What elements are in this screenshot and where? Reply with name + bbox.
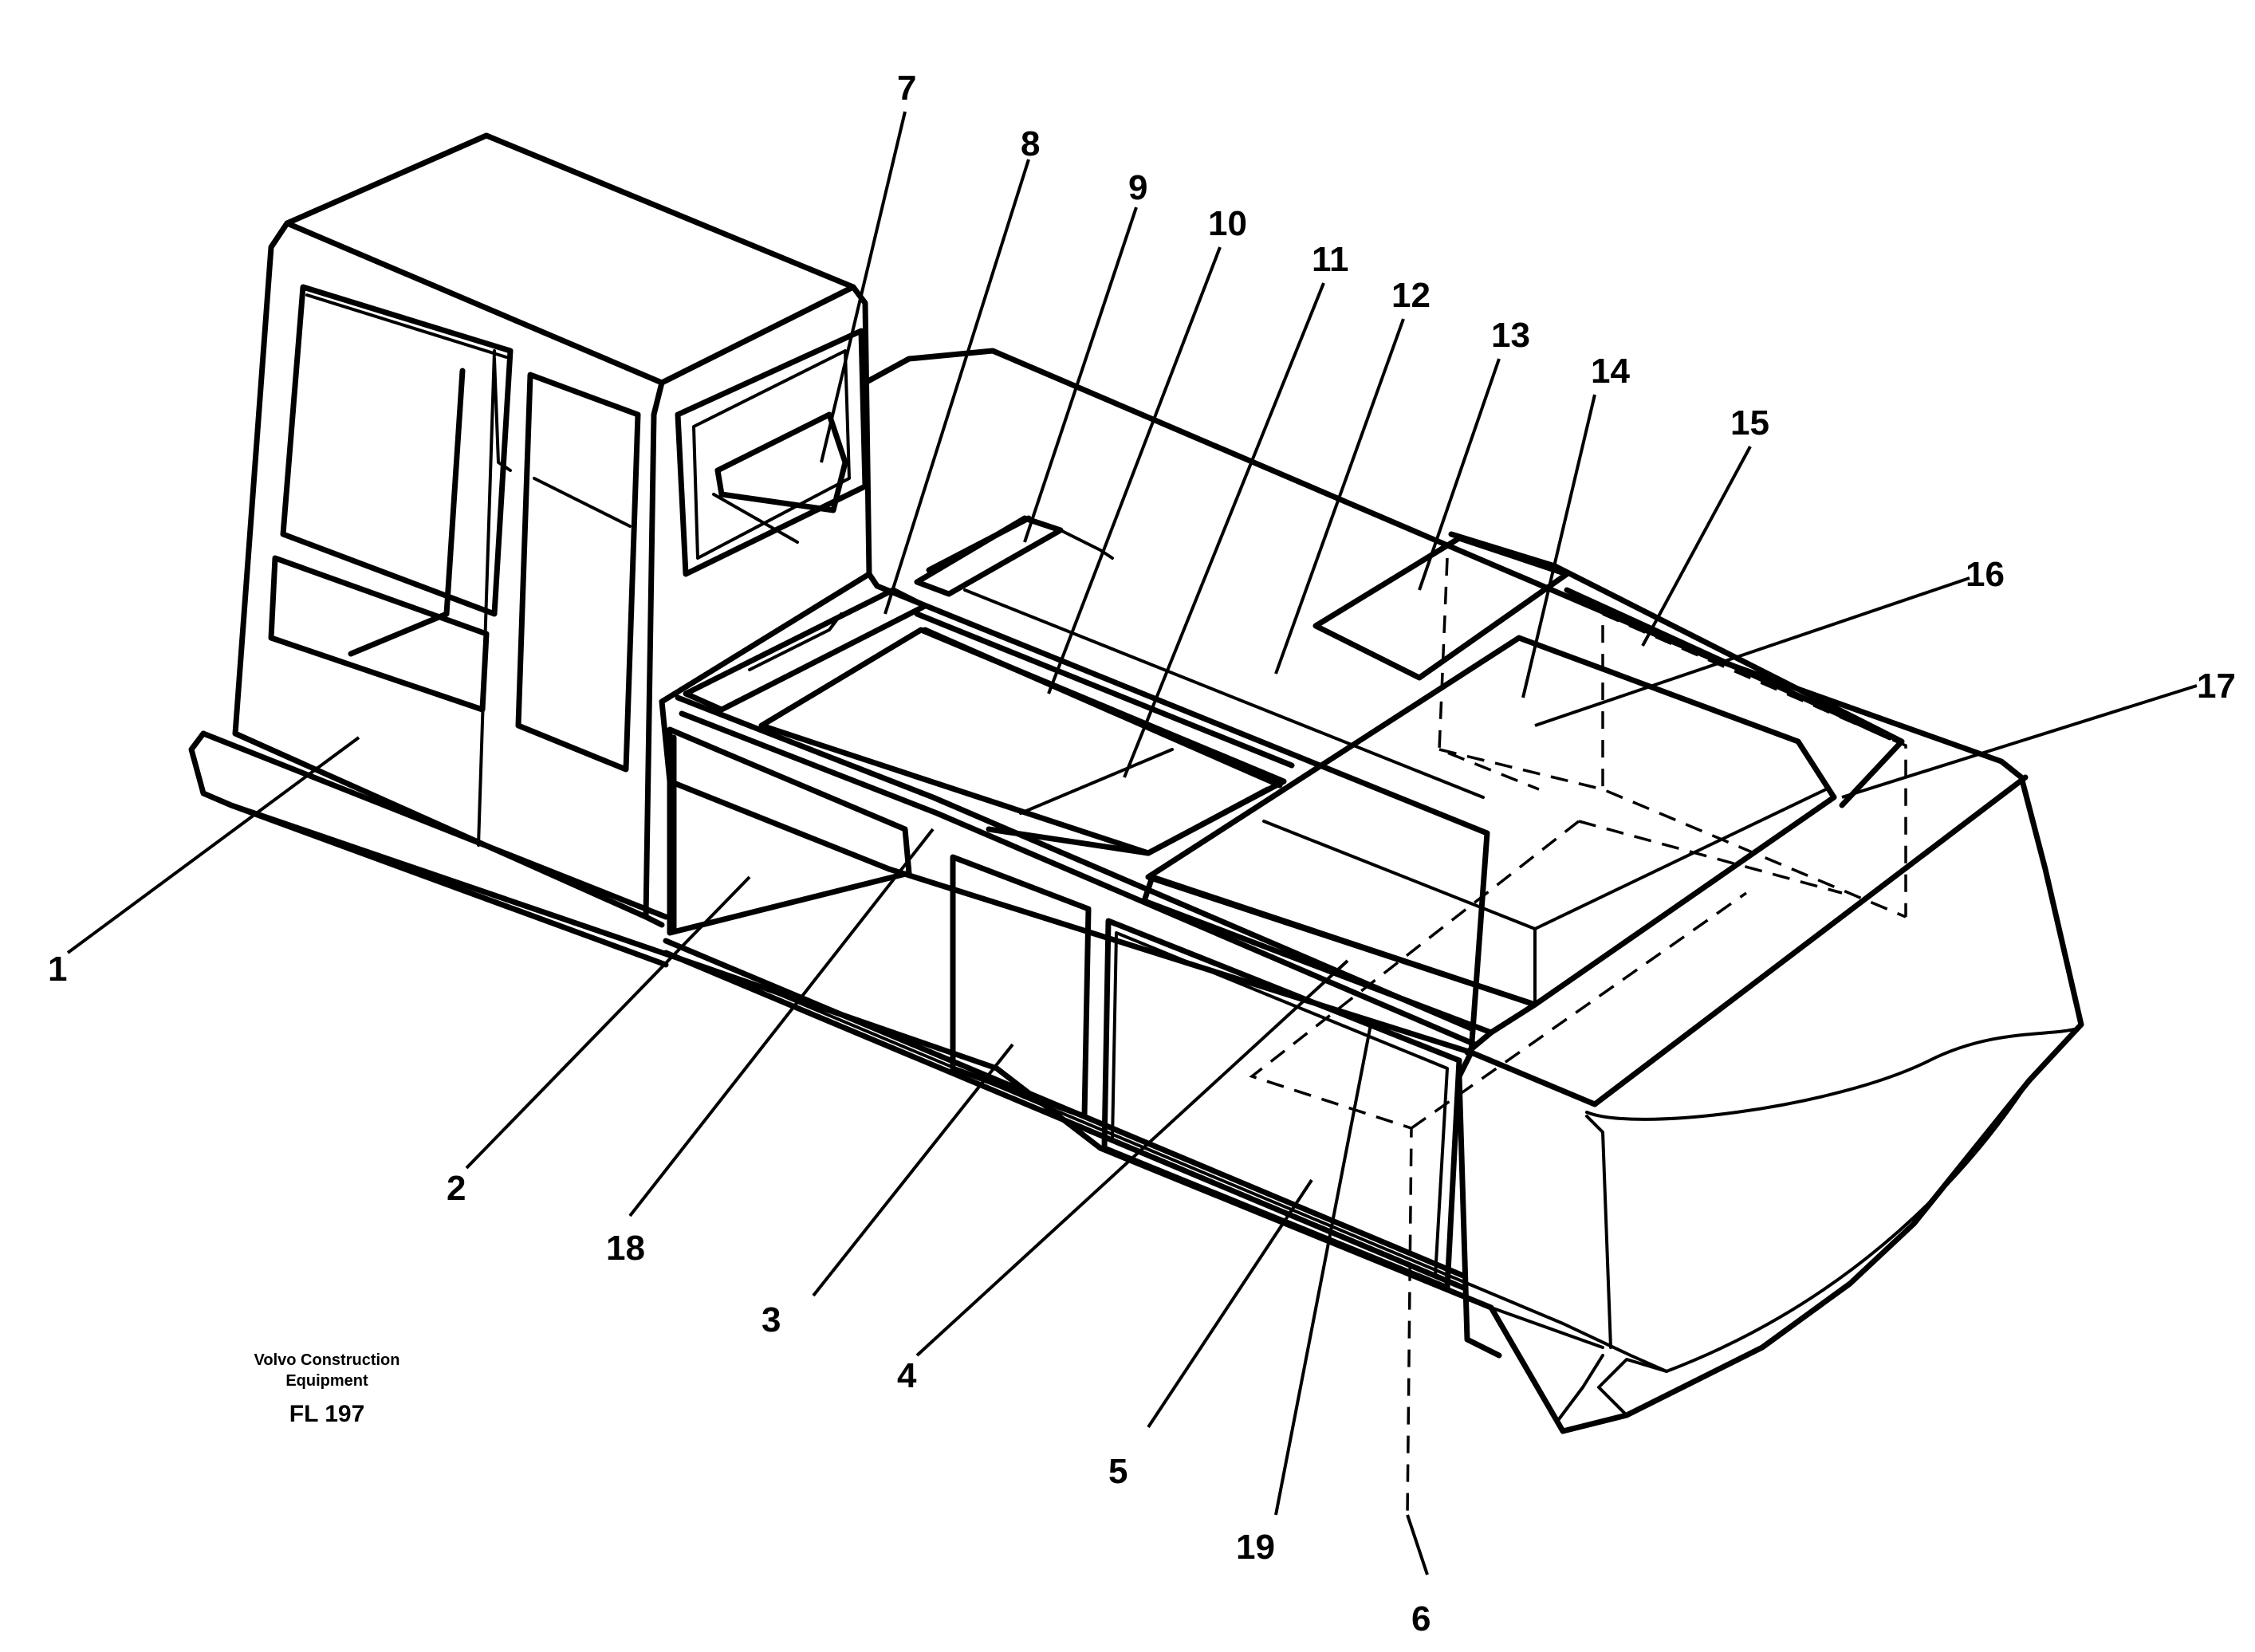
leader-11 xyxy=(1123,282,1325,778)
leader-8 xyxy=(884,159,1030,615)
leader-16 xyxy=(1534,576,1970,727)
callout-7: 7 xyxy=(897,69,916,108)
callout-11: 11 xyxy=(1312,240,1349,279)
callout-18: 18 xyxy=(606,1229,645,1268)
leader-lines xyxy=(66,111,2198,1575)
callout-labels: 1 2 3 4 5 6 7 8 9 10 11 12 13 14 15 16 1… xyxy=(48,69,2236,1638)
leader-15 xyxy=(1641,446,1752,647)
leader-3 xyxy=(812,1043,1014,1297)
leader-7 xyxy=(820,111,907,463)
credit-line-2: Equipment xyxy=(285,1372,368,1390)
callout-8: 8 xyxy=(1021,124,1040,163)
callout-3: 3 xyxy=(762,1300,781,1339)
callout-1: 1 xyxy=(48,950,67,989)
callout-9: 9 xyxy=(1128,168,1147,207)
machine-body xyxy=(188,348,2084,1434)
callout-6: 6 xyxy=(1411,1599,1431,1638)
figure-id: FL 197 xyxy=(289,1401,365,1427)
leader-14 xyxy=(1521,394,1596,698)
callout-2: 2 xyxy=(447,1169,466,1208)
callout-15: 15 xyxy=(1730,403,1769,442)
leader-4 xyxy=(915,959,1349,1357)
callout-17: 17 xyxy=(2197,667,2236,706)
leader-10 xyxy=(1047,246,1222,694)
callout-13: 13 xyxy=(1491,316,1530,355)
leader-6 xyxy=(1406,1514,1429,1575)
callout-5: 5 xyxy=(1108,1452,1128,1491)
top-hoods xyxy=(683,515,1907,1516)
leader-17 xyxy=(1841,684,2198,799)
credit-line-1: Volvo Construction xyxy=(254,1351,400,1369)
leader-9 xyxy=(1023,206,1138,543)
credit-block: Volvo Construction Equipment FL 197 xyxy=(254,1351,400,1427)
callout-14: 14 xyxy=(1591,352,1630,391)
leader-19 xyxy=(1274,1020,1373,1516)
leader-12 xyxy=(1274,318,1405,675)
callout-10: 10 xyxy=(1208,204,1247,243)
callout-4: 4 xyxy=(897,1356,917,1395)
callout-19: 19 xyxy=(1236,1528,1275,1567)
leader-5 xyxy=(1147,1178,1313,1429)
operator-cab xyxy=(232,132,872,928)
callout-12: 12 xyxy=(1391,276,1431,315)
callout-16: 16 xyxy=(1966,555,2005,594)
leader-18 xyxy=(628,828,935,1217)
side-panels xyxy=(659,571,1490,1291)
leader-13 xyxy=(1418,358,1501,591)
leader-2 xyxy=(465,875,751,1170)
leader-1 xyxy=(66,736,360,954)
